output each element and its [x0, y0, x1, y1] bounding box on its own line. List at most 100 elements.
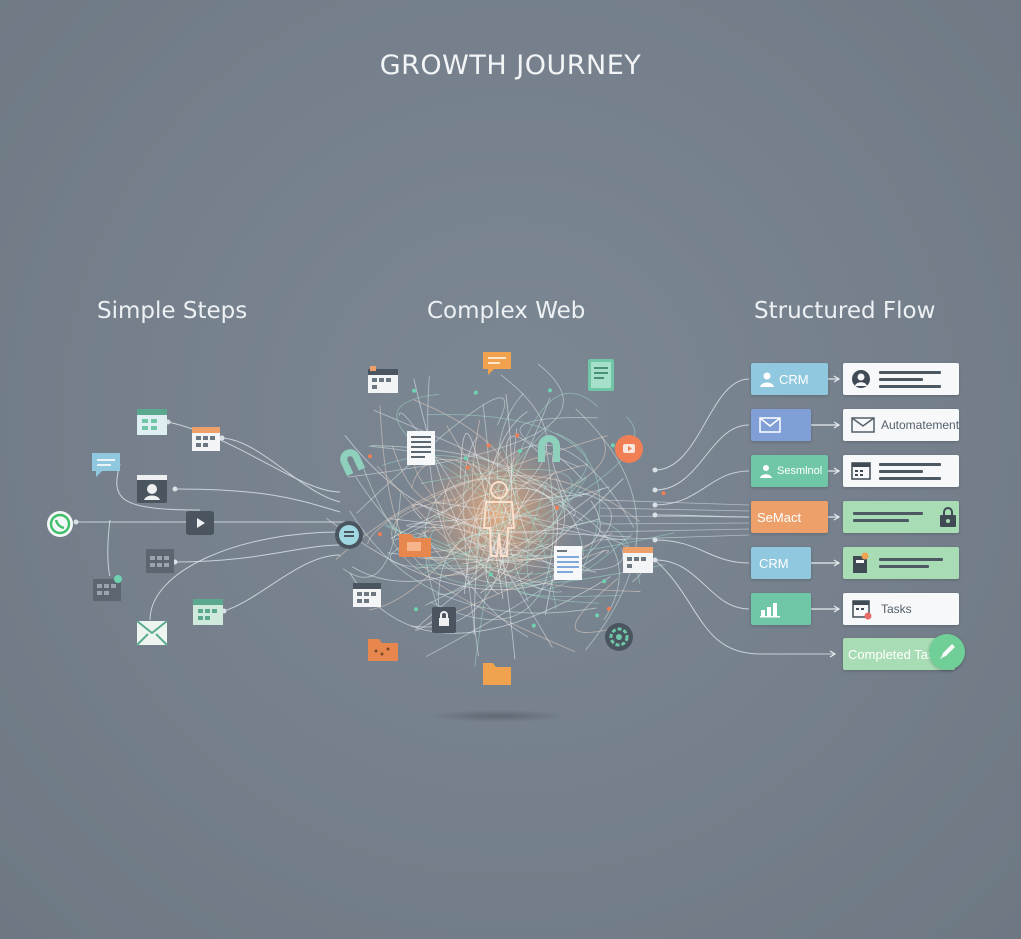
web-strand [574, 578, 618, 633]
web-strand [499, 571, 562, 593]
flow-chip-label: Sesmlnol [777, 465, 823, 477]
web-strand [442, 480, 641, 592]
magnet-icon [534, 432, 564, 469]
web-node [486, 443, 491, 448]
flow-connector [599, 499, 750, 506]
flow-chip-semact: SeMact [751, 501, 828, 533]
web-strand [396, 393, 553, 529]
document-icon [587, 358, 615, 397]
user-card-icon [136, 474, 168, 509]
web-strand [519, 417, 598, 468]
connector-dot [219, 435, 225, 441]
web-node [610, 443, 615, 448]
web-node [606, 606, 611, 611]
chat-icon [482, 351, 512, 382]
web-node [488, 572, 493, 577]
connector-dot [73, 519, 79, 525]
web-node [515, 433, 520, 438]
step-connector [174, 544, 341, 563]
task-calendar-icon [852, 600, 872, 620]
web-strand [473, 411, 528, 635]
folder-icon [398, 530, 432, 563]
magnet-icon [335, 445, 367, 482]
web-strand [421, 428, 518, 575]
flow-chip-chart [751, 593, 811, 625]
flow-chip-mail [751, 409, 811, 441]
mail-icon [759, 417, 781, 433]
web-strand [430, 439, 554, 620]
web-strand [465, 453, 584, 522]
lock-icon [940, 507, 956, 527]
user-icon [760, 372, 774, 387]
web-strand [438, 532, 590, 612]
document-icon [853, 552, 869, 573]
calendar-icon [145, 548, 175, 579]
flow-card-doc [843, 547, 959, 579]
web-strand [347, 363, 564, 478]
step-connector [149, 531, 341, 621]
flow-connector [599, 522, 750, 525]
connector-dot [652, 467, 658, 473]
document-icon [406, 430, 436, 471]
section-label-structured: Structured Flow [754, 298, 936, 324]
flow-card-label: Automatement [881, 418, 959, 432]
flow-connector [599, 528, 750, 533]
play-icon [614, 434, 644, 469]
web-strand [461, 462, 512, 565]
web-node [518, 449, 523, 453]
web-strand [426, 414, 601, 582]
arrow-head [829, 650, 837, 658]
arrow-head [833, 605, 841, 613]
web-node [463, 456, 468, 461]
web-strand [398, 412, 553, 648]
web-node [531, 623, 536, 628]
arrow-head [833, 467, 841, 475]
flow-connector [654, 378, 750, 471]
web-strand [506, 435, 545, 545]
flow-connector [599, 515, 750, 518]
step-connector [116, 463, 201, 511]
web-strand [507, 476, 587, 587]
web-strand [415, 479, 528, 567]
arrow-head [833, 559, 841, 567]
step-connector [107, 519, 111, 577]
arrow-head [833, 421, 841, 429]
diagram-title: GROWTH JOURNEY [379, 50, 642, 81]
web-node [465, 465, 470, 470]
whatsapp-icon [45, 509, 75, 544]
connector-dot [652, 487, 658, 493]
calendar-icon [191, 424, 221, 457]
floor-shadow [427, 710, 567, 722]
browser-window-icon [136, 408, 168, 441]
web-node [595, 613, 600, 618]
document-icon [553, 545, 585, 588]
lock-icon [431, 606, 457, 639]
flow-connector [654, 470, 750, 506]
text-lines [879, 370, 941, 388]
web-strand [368, 450, 520, 611]
web-strand [497, 392, 529, 602]
flow-connector [599, 534, 750, 541]
arrow-head [833, 375, 841, 383]
web-strand [474, 463, 589, 568]
flow-chip-crm-2: CRM [751, 547, 811, 579]
web-strand [406, 514, 540, 528]
flow-connector [654, 559, 834, 655]
flow-chip-crm: CRM [751, 363, 828, 395]
flow-chip-label: CRM [779, 371, 809, 387]
web-strand [356, 397, 506, 514]
calendar-icon [367, 366, 399, 399]
web-strand [376, 465, 477, 558]
web-strand [344, 435, 600, 533]
connector-dot [652, 502, 658, 508]
step-connector [223, 554, 341, 612]
bar-chart-icon [760, 603, 780, 618]
flow-connector [654, 559, 750, 610]
step-connector [221, 437, 341, 503]
web-strand [424, 416, 636, 574]
section-label-simple: Simple Steps [97, 298, 248, 324]
web-strand [495, 476, 620, 621]
web-strand [517, 570, 621, 597]
connector-dot [172, 486, 178, 492]
